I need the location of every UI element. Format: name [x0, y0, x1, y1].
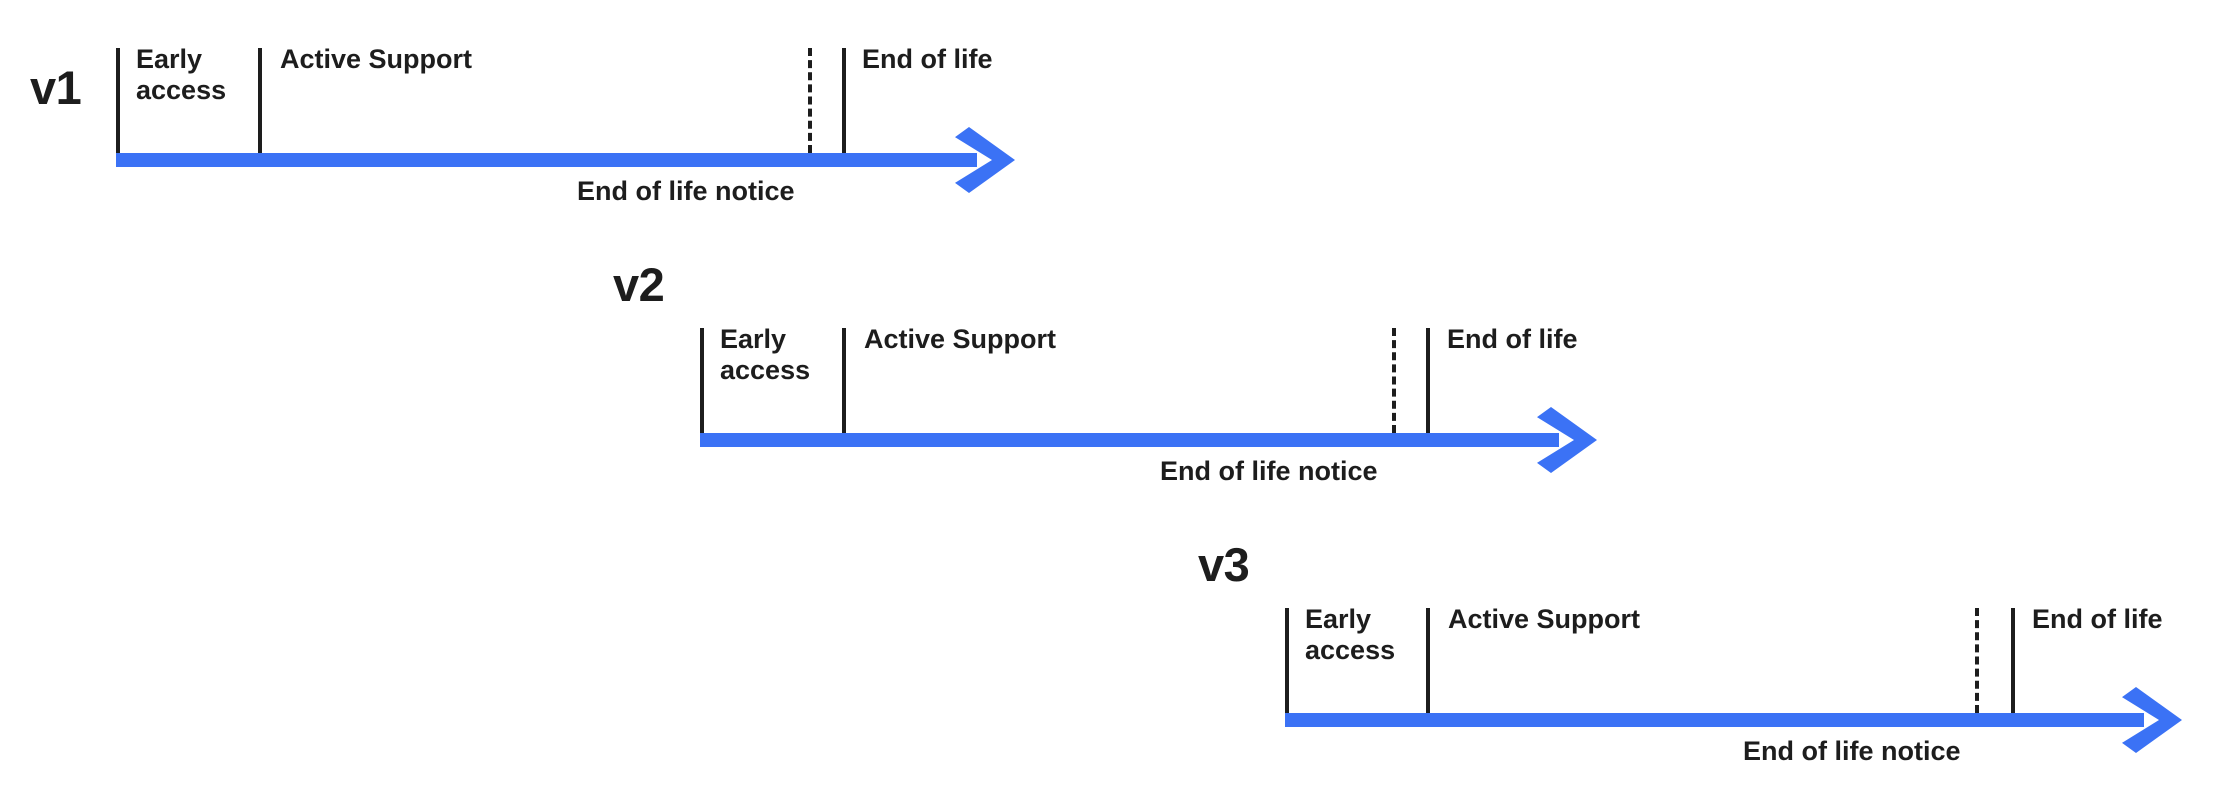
arrow-shaft: [1285, 713, 2144, 727]
end-of-life-notice-label-v3: End of life notice: [1743, 736, 1961, 766]
divider-end-of-life-start: [1426, 328, 1430, 433]
divider-end-of-life-notice: [1975, 608, 1979, 713]
timeline-arrow-v2: [700, 407, 1597, 473]
timeline-arrow-v3: [1285, 687, 2182, 753]
arrow-head: [1537, 407, 1597, 473]
divider-end-of-life-notice: [1392, 328, 1396, 433]
phase-label-active-support: Active Support: [864, 324, 1057, 354]
phase-label-early-access: Early access: [136, 44, 227, 105]
divider-early-access-start: [700, 328, 704, 433]
divider-active-support-start: [258, 48, 262, 153]
arrow-shaft: [700, 433, 1559, 447]
phase-label-active-support: Active Support: [280, 44, 473, 74]
timeline-arrow-v1: [116, 127, 1015, 193]
divider-early-access-start: [1285, 608, 1289, 713]
arrow-head: [955, 127, 1015, 193]
arrow-head: [2122, 687, 2182, 753]
phase-label-active-support: Active Support: [1448, 604, 1641, 634]
version-label-v1: v1: [30, 61, 82, 114]
end-of-life-notice-label-v2: End of life notice: [1160, 456, 1378, 486]
divider-end-of-life-start: [842, 48, 846, 153]
divider-active-support-start: [842, 328, 846, 433]
divider-end-of-life-start: [2011, 608, 2015, 713]
version-label-v2: v2: [613, 258, 665, 311]
phase-label-end-of-life: End of life: [2032, 604, 2163, 634]
phase-label-early-access: Early access: [1305, 604, 1396, 665]
end-of-life-notice-label-v1: End of life notice: [577, 176, 795, 206]
divider-early-access-start: [116, 48, 120, 153]
arrow-shaft: [116, 153, 977, 167]
phase-label-end-of-life: End of life: [1447, 324, 1578, 354]
divider-active-support-start: [1426, 608, 1430, 713]
phase-label-early-access: Early access: [720, 324, 811, 385]
phase-label-end-of-life: End of life: [862, 44, 993, 74]
divider-end-of-life-notice: [808, 48, 812, 153]
version-label-v3: v3: [1198, 538, 1250, 591]
